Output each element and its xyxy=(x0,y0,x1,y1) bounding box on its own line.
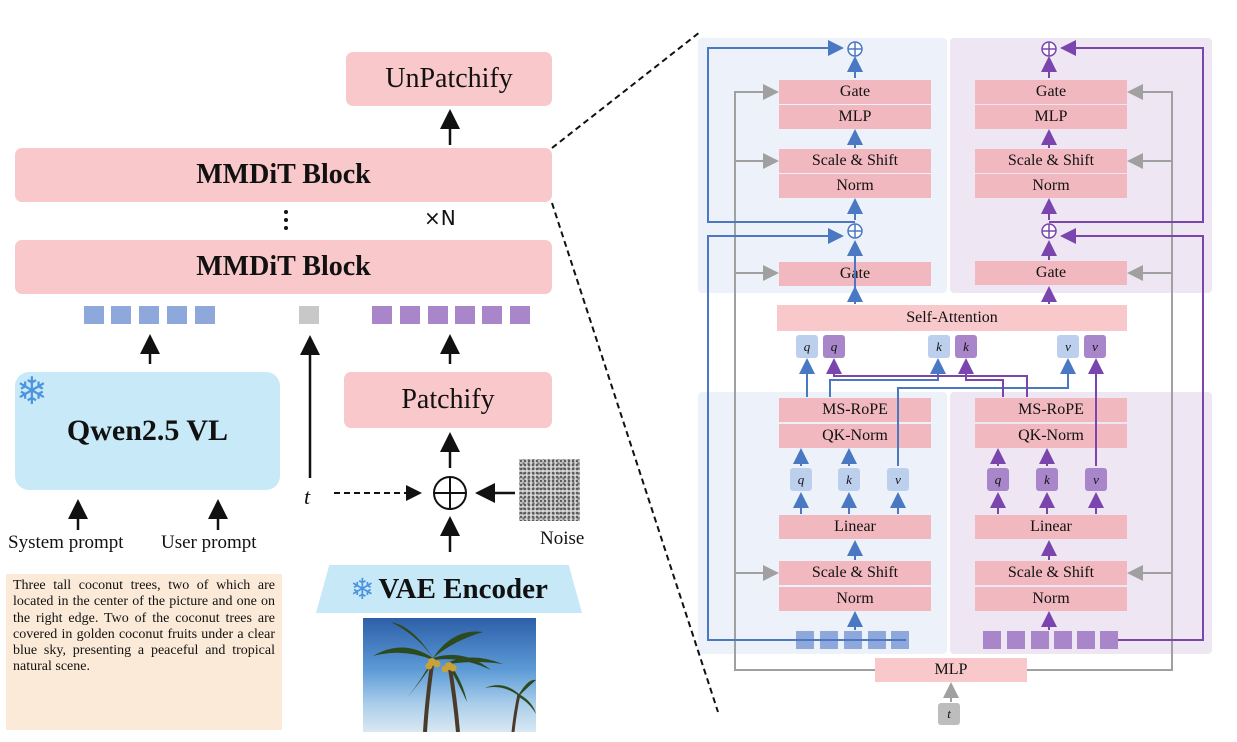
image-gate-top-label: Gate xyxy=(1035,83,1067,100)
image-gate-top: Gate xyxy=(975,80,1127,104)
system-prompt-label: System prompt xyxy=(8,532,124,553)
image-mlp: MLP xyxy=(975,105,1127,129)
add-icon xyxy=(433,476,467,510)
image-qk-norm-label: QK-Norm xyxy=(1018,427,1084,444)
unpatchify-block: UnPatchify xyxy=(346,52,552,106)
text-q-token: q xyxy=(796,335,818,358)
image-mlp-label: MLP xyxy=(1034,108,1068,125)
image-linear: Linear xyxy=(975,515,1127,539)
vae-encoder-block: ❄ VAE Encoder xyxy=(316,565,582,613)
image-ms-rope: MS-RoPE xyxy=(975,398,1127,422)
text-gate-mid-label: Gate xyxy=(839,265,871,282)
text-scale-shift-bottom-label: Scale & Shift xyxy=(811,564,899,581)
text-v-token: v xyxy=(1057,335,1079,358)
image-norm-top-label: Norm xyxy=(1032,177,1070,194)
text-qk-norm-label: QK-Norm xyxy=(822,427,888,444)
image-scale-shift-top: Scale & Shift xyxy=(975,149,1127,173)
image-norm-bottom-label: Norm xyxy=(1032,590,1070,607)
text-norm-bottom: Norm xyxy=(779,587,931,611)
image-ms-rope-label: MS-RoPE xyxy=(1018,401,1084,418)
user-prompt-label: User prompt xyxy=(161,532,257,553)
text-norm-bottom-label: Norm xyxy=(836,590,874,607)
text-scale-shift-top: Scale & Shift xyxy=(779,149,931,173)
qwen-block: Qwen2.5 VL xyxy=(15,372,280,490)
unpatchify-label: UnPatchify xyxy=(385,63,513,94)
timestep-mlp-label: MLP xyxy=(934,661,968,678)
text-linear-label: Linear xyxy=(834,518,876,535)
text-mlp-label: MLP xyxy=(838,108,872,125)
image-v-token: v xyxy=(1084,335,1106,358)
mmdit-block-bottom-label: MMDiT Block xyxy=(196,251,371,282)
coconut-tree-image xyxy=(363,618,536,732)
image-linear-label: Linear xyxy=(1030,518,1072,535)
text-ms-rope: MS-RoPE xyxy=(779,398,931,422)
repeat-label: ×N xyxy=(424,206,456,230)
image-scale-shift-bottom: Scale & Shift xyxy=(975,561,1127,585)
vae-encoder-label: VAE Encoder xyxy=(378,572,548,605)
text-k-proj: k xyxy=(838,468,860,491)
noise-image xyxy=(519,459,580,521)
timestep-token: t xyxy=(938,703,960,725)
prompt-description: Three tall coconut trees, two of which a… xyxy=(6,574,282,730)
timestep-label: t xyxy=(304,484,311,509)
image-v-proj: v xyxy=(1085,468,1107,491)
text-k-token: k xyxy=(928,335,950,358)
mmdit-block-bottom: MMDiT Block xyxy=(15,240,552,294)
text-linear: Linear xyxy=(779,515,931,539)
text-gate-mid: Gate xyxy=(779,262,931,286)
noise-label: Noise xyxy=(540,528,585,549)
text-mlp: MLP xyxy=(779,105,931,129)
image-k-token: k xyxy=(955,335,977,358)
text-gate-top: Gate xyxy=(779,80,931,104)
image-gate-mid-label: Gate xyxy=(1035,264,1067,281)
image-norm-bottom: Norm xyxy=(975,587,1127,611)
text-scale-shift-top-label: Scale & Shift xyxy=(811,152,899,169)
snowflake-icon: ❄ xyxy=(16,369,48,413)
image-scale-shift-bottom-label: Scale & Shift xyxy=(1007,564,1095,581)
snowflake-icon: ❄ xyxy=(350,572,375,606)
self-attention-label: Self-Attention xyxy=(906,309,998,326)
image-q-proj: q xyxy=(987,468,1009,491)
text-norm-top: Norm xyxy=(779,174,931,198)
text-gate-top-label: Gate xyxy=(839,83,871,100)
patchify-block: Patchify xyxy=(344,372,552,428)
timestep-mlp: MLP xyxy=(875,658,1027,682)
image-norm-top: Norm xyxy=(975,174,1127,198)
patchify-label: Patchify xyxy=(401,384,495,415)
vertical-ellipsis xyxy=(282,210,290,236)
mmdit-block-top-label: MMDiT Block xyxy=(196,159,371,190)
image-qk-norm: QK-Norm xyxy=(975,424,1127,448)
text-norm-top-label: Norm xyxy=(836,177,874,194)
text-ms-rope-label: MS-RoPE xyxy=(822,401,888,418)
image-q-token: q xyxy=(823,335,845,358)
text-v-proj: v xyxy=(887,468,909,491)
image-k-proj: k xyxy=(1036,468,1058,491)
text-q-proj: q xyxy=(790,468,812,491)
text-qk-norm: QK-Norm xyxy=(779,424,931,448)
text-scale-shift-bottom: Scale & Shift xyxy=(779,561,931,585)
image-scale-shift-top-label: Scale & Shift xyxy=(1007,152,1095,169)
image-gate-mid: Gate xyxy=(975,261,1127,285)
qwen-label: Qwen2.5 VL xyxy=(66,414,229,447)
self-attention-block: Self-Attention xyxy=(777,305,1127,331)
mmdit-block-top: MMDiT Block xyxy=(15,148,552,202)
